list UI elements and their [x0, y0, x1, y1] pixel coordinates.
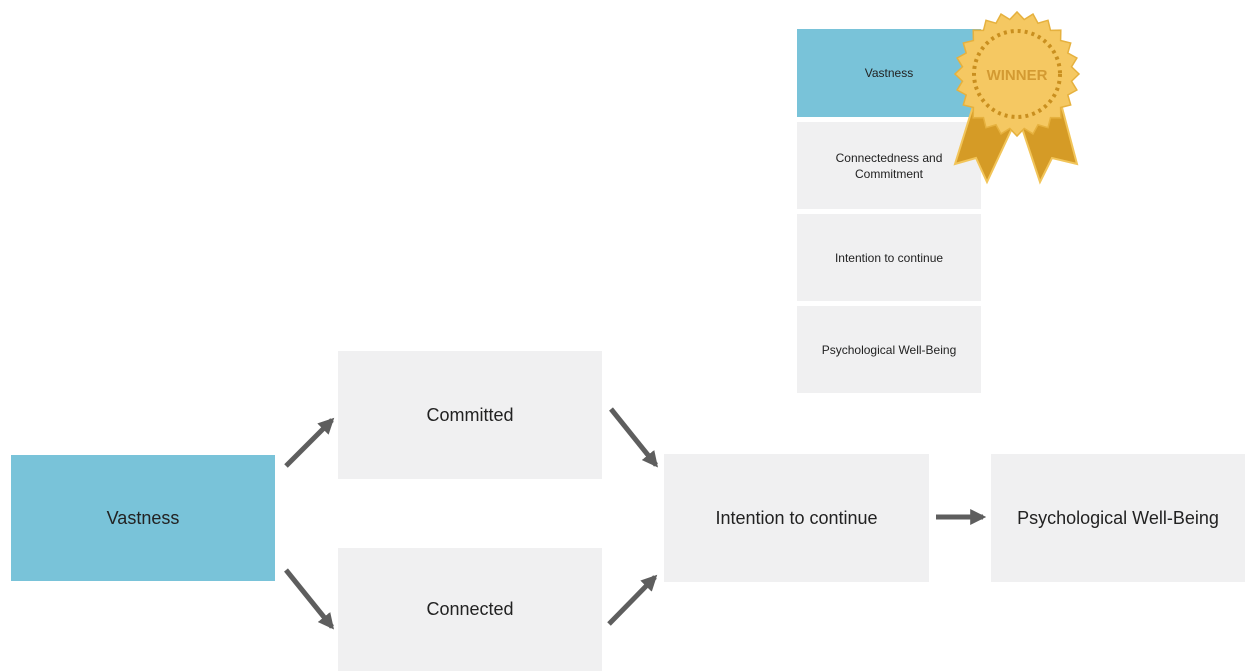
- badge-laurel-ring: [972, 29, 1062, 119]
- node-vastness-label: Vastness: [106, 507, 180, 528]
- rank-item-1: Vastness: [797, 29, 981, 117]
- node-vastness: Vastness: [11, 455, 275, 581]
- arrow-vastness-to-committed: [284, 417, 335, 468]
- arrow-committed-to-intention: [609, 407, 659, 468]
- node-intention-label: Intention to continue: [715, 507, 878, 528]
- rank-item-2: Connectedness and Commitment: [797, 122, 981, 209]
- badge-ribbon-right: [1018, 98, 1079, 185]
- rank-item-4-label: Psychological Well-Being: [821, 342, 957, 357]
- arrow-connected-to-intention: [607, 574, 658, 626]
- node-wellbeing-label: Psychological Well-Being: [1017, 507, 1219, 528]
- rank-item-3: Intention to continue: [797, 214, 981, 301]
- node-connected-label: Connected: [426, 599, 514, 619]
- badge-inner-disc: [980, 37, 1054, 111]
- rank-item-2-label: Connectedness and Commitment: [835, 150, 943, 181]
- node-intention: Intention to continue: [664, 454, 929, 582]
- node-connected: Connected: [338, 548, 602, 671]
- node-committed: Committed: [338, 351, 602, 479]
- rank-item-3-label: Intention to continue: [834, 250, 944, 265]
- badge-text: WINNER: [987, 67, 1048, 84]
- node-wellbeing: Psychological Well-Being: [991, 454, 1245, 582]
- node-committed-label: Committed: [426, 404, 514, 425]
- rank-item-4: Psychological Well-Being: [797, 306, 981, 393]
- rank-item-1-label: Vastness: [864, 66, 914, 80]
- arrow-vastness-to-connected: [284, 568, 335, 630]
